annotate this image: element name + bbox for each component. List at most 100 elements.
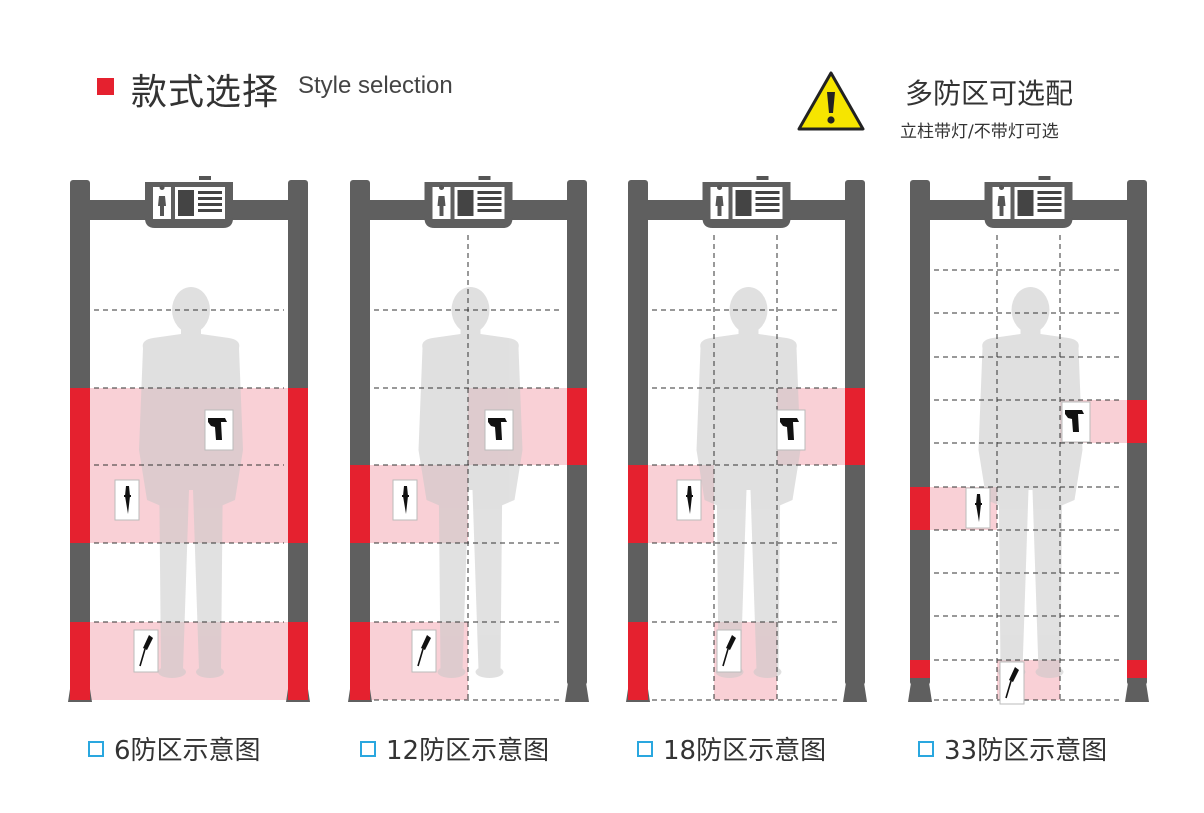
- caption-checkbox-icon: [918, 740, 934, 757]
- section-title: 款式选择: [131, 72, 280, 113]
- gate-12-zones: [348, 176, 589, 702]
- section-title-english: Style selection: [298, 72, 453, 99]
- item-frame: [133, 629, 159, 673]
- left-pillar: [350, 180, 370, 685]
- pillar-indicator-light: [288, 388, 308, 543]
- knife-guard: [975, 503, 982, 505]
- human-silhouette-icon: [139, 287, 243, 678]
- item-frame: [716, 629, 742, 673]
- display-line: [477, 203, 502, 206]
- gun-icon: [1061, 401, 1091, 443]
- screwdriver-handle: [1009, 667, 1019, 682]
- left-pillar: [910, 180, 930, 685]
- screwdriver-shaft: [722, 648, 729, 667]
- screwdriver-icon: [716, 629, 742, 673]
- pillar-indicator-light: [350, 465, 370, 543]
- caption-33-zones: 33防区示意图: [918, 730, 1107, 767]
- knife-icon: [114, 479, 140, 521]
- left-pillar: [628, 180, 648, 685]
- gate-6-zones: [68, 176, 310, 702]
- item-frame: [1061, 401, 1091, 443]
- knife-guard: [402, 495, 409, 497]
- pillar-indicator-light: [70, 622, 90, 700]
- item-frame: [411, 629, 437, 673]
- person-icon: [997, 185, 1006, 216]
- caption-checkbox-icon: [360, 740, 376, 757]
- display-line: [1037, 203, 1062, 206]
- display-line: [198, 203, 222, 206]
- pillar-indicator-light: [910, 487, 930, 530]
- screwdriver-shaft: [139, 648, 146, 667]
- human-silhouette-icon: [696, 287, 801, 678]
- display-line: [755, 197, 780, 200]
- screwdriver-handle: [421, 635, 431, 650]
- knife-guard: [686, 495, 693, 497]
- screwdriver-handle: [726, 635, 736, 650]
- display-line: [1037, 197, 1062, 200]
- warning-icon: [797, 71, 865, 131]
- display-line: [198, 197, 222, 200]
- person-icon: [715, 185, 724, 216]
- gun-icon: [484, 409, 514, 451]
- knife-shape: [125, 486, 130, 514]
- screwdriver-shaft: [417, 648, 424, 667]
- pillar-indicator-light: [628, 465, 648, 543]
- caption-12-zones: 12防区示意图: [360, 730, 549, 767]
- knife-shape: [687, 486, 692, 514]
- pillar-indicator-light: [1127, 400, 1147, 443]
- caption-checkbox-icon: [637, 740, 653, 757]
- panel-led: [1038, 176, 1051, 180]
- panel-led: [478, 176, 491, 180]
- screwdriver-shaft: [1005, 680, 1012, 699]
- display-block: [735, 190, 752, 216]
- gate-33-zones: [908, 176, 1149, 702]
- gun-icon: [204, 409, 234, 451]
- pillar-indicator-light: [845, 388, 865, 465]
- display-line: [198, 209, 222, 212]
- human-silhouette-icon: [418, 287, 523, 678]
- caption-checkbox-icon: [88, 740, 104, 757]
- display-block: [178, 190, 194, 216]
- display-line: [198, 191, 222, 194]
- display-line: [1037, 191, 1062, 194]
- display-line: [477, 209, 502, 212]
- display-line: [755, 203, 780, 206]
- screwdriver-icon: [133, 629, 159, 673]
- pillar-indicator-light: [910, 660, 930, 678]
- human-silhouette-icon: [978, 287, 1083, 678]
- gun-shape: [488, 418, 507, 440]
- pillar-indicator-light: [1127, 660, 1147, 678]
- screwdriver-icon: [999, 661, 1025, 705]
- pillar-light-note: 立柱带灯/不带灯可选: [900, 122, 1059, 142]
- pillar-indicator-light: [628, 622, 648, 700]
- pillar-foot: [1125, 676, 1149, 702]
- caption-6-zones: 6防区示意图: [88, 730, 261, 767]
- display-block: [1017, 190, 1034, 216]
- person-icon: [437, 185, 446, 216]
- display-block: [457, 190, 474, 216]
- pillar-indicator-light: [288, 622, 308, 700]
- gate-18-zones: [626, 176, 867, 702]
- knife-icon: [676, 479, 702, 521]
- panel-led: [199, 176, 211, 180]
- person-icon: [158, 185, 166, 216]
- screwdriver-handle: [143, 635, 153, 650]
- knife-icon: [392, 479, 418, 521]
- screwdriver-icon: [411, 629, 437, 673]
- detection-zone-highlight: [90, 622, 288, 700]
- pillar-foot: [908, 676, 932, 702]
- pillar-indicator-light: [567, 388, 587, 465]
- panel-led: [756, 176, 769, 180]
- display-line: [1037, 209, 1062, 212]
- gun-icon: [776, 409, 806, 451]
- knife-guard: [124, 495, 131, 497]
- knife-shape: [976, 494, 981, 522]
- gun-shape: [780, 418, 799, 440]
- display-line: [477, 191, 502, 194]
- pillar-indicator-light: [70, 388, 90, 543]
- caption-18-zones: 18防区示意图: [637, 730, 826, 767]
- header-marker: [97, 78, 114, 95]
- display-line: [755, 191, 780, 194]
- display-line: [755, 209, 780, 212]
